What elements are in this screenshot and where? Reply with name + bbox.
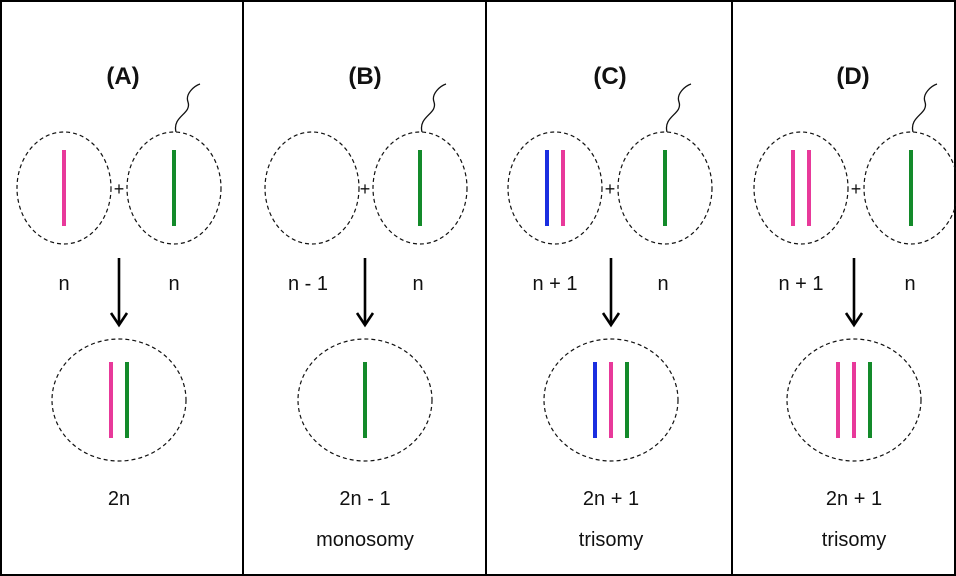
result-label: monosomy [316, 529, 414, 551]
sperm-cell [617, 131, 713, 245]
sperm-ploidy-label: n [412, 273, 423, 295]
zygote-ploidy-label: 2n [108, 488, 130, 510]
panel-d-diagram: (D) + n + 1 n 2n + 1 trisomy [753, 63, 956, 551]
egg-ploidy-label: n + 1 [778, 273, 823, 295]
egg-cell [507, 131, 603, 245]
egg-ploidy-label: n [58, 273, 69, 295]
panel-c: (C) + n + 1 n 2n + 1 trisomy [487, 2, 733, 574]
arrow-head [109, 312, 129, 328]
panel-title: (A) [106, 63, 139, 90]
panel-d: (D) + n + 1 n 2n + 1 trisomy [733, 2, 956, 574]
panel-b: (B) + n - 1 n 2n - 1 monosomy [244, 2, 487, 574]
sperm-cell [126, 131, 222, 245]
sperm-tail [420, 83, 447, 133]
sperm-tail [911, 83, 938, 133]
sperm-ploidy-label: n [168, 273, 179, 295]
panel-a-diagram: (A) + n n 2n [16, 63, 222, 510]
arrow-head [355, 312, 375, 328]
panel-b-diagram: (B) + n - 1 n 2n - 1 monosomy [264, 63, 468, 551]
egg-cell [264, 131, 360, 245]
sperm-cell [372, 131, 468, 245]
egg-cell [753, 131, 849, 245]
sperm-ploidy-label: n [657, 273, 668, 295]
plus-sign: + [114, 179, 125, 199]
egg-ploidy-label: n - 1 [288, 273, 328, 295]
zygote-ploidy-label: 2n + 1 [583, 488, 639, 510]
zygote-cell [297, 338, 433, 462]
sperm-cell [863, 131, 956, 245]
arrow-head [844, 312, 864, 328]
egg-ploidy-label: n + 1 [532, 273, 577, 295]
panel-title: (C) [593, 63, 626, 90]
zygote-cell [786, 338, 922, 462]
panel-title: (B) [348, 63, 381, 90]
result-label: trisomy [822, 529, 886, 551]
sperm-tail [174, 83, 201, 133]
panel-title: (D) [836, 63, 869, 90]
plus-sign: + [360, 179, 371, 199]
zygote-ploidy-label: 2n - 1 [339, 488, 390, 510]
egg-chromosomes [545, 150, 565, 226]
zygote-chromosomes [109, 362, 129, 438]
zygote-chromosomes [836, 362, 872, 438]
egg-cell [16, 131, 112, 245]
zygote-ploidy-label: 2n + 1 [826, 488, 882, 510]
sperm-ploidy-label: n [904, 273, 915, 295]
plus-sign: + [851, 179, 862, 199]
egg-chromosomes [791, 150, 811, 226]
zygote-chromosomes [593, 362, 629, 438]
panel-c-diagram: (C) + n + 1 n 2n + 1 trisomy [507, 63, 713, 551]
panel-a: (A) + n n 2n [2, 2, 244, 574]
result-label: trisomy [579, 529, 643, 551]
plus-sign: + [605, 179, 616, 199]
zygote-cell [543, 338, 679, 462]
zygote-cell [51, 338, 187, 462]
arrow-head [601, 312, 621, 328]
sperm-tail [665, 83, 692, 133]
